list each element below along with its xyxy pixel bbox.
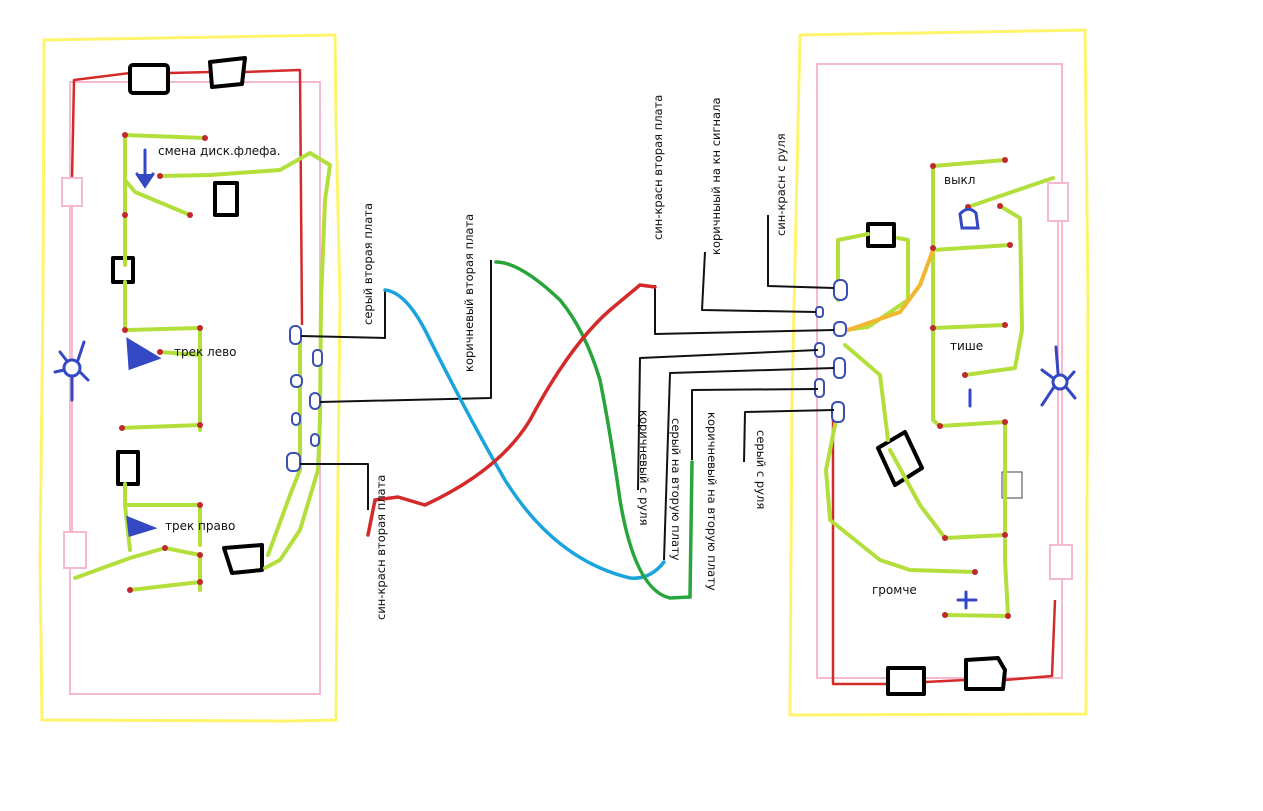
wire-lead-green [691, 388, 819, 460]
wire-lead-blue-red-wheel [767, 215, 835, 289]
led-icon [53, 340, 90, 402]
wire-labels: серый вторая плата коричневый вторая пла… [361, 95, 788, 620]
wire-lead-brown-second [319, 260, 492, 403]
label-quieter: тише [950, 339, 983, 353]
right-button-4 [964, 656, 1007, 691]
power-off-icon [958, 207, 980, 230]
down-arrow-icon [135, 148, 155, 189]
right-button-1 [866, 222, 896, 248]
left-board-outline [38, 33, 342, 723]
right-button-3 [886, 666, 926, 696]
track-right-icon [126, 515, 158, 537]
label-gray-second: серый вторая плата [361, 203, 375, 325]
label-gray-wheel: серый с руля [754, 430, 768, 509]
left-button-1 [128, 63, 170, 95]
connecting-wires [300, 215, 835, 600]
led-icon [1040, 345, 1077, 407]
right-solder-points [930, 157, 1013, 619]
left-button-3 [213, 181, 239, 217]
right-board: выкл тише громче [788, 28, 1090, 717]
left-power-trace [70, 68, 304, 326]
label-blue-red-second-left: син-красн вторая плата [374, 475, 388, 620]
left-button-6 [222, 543, 264, 575]
left-tab-top [61, 177, 83, 207]
wire-brown-cross [494, 260, 694, 600]
label-brown-horn: коричныый на кн сигнала [709, 97, 723, 255]
right-switch-traces [824, 158, 1055, 618]
label-track-right: трек право [165, 519, 235, 533]
label-brown-second: коричневый вторая плата [462, 214, 476, 372]
right-orange-trace [846, 248, 935, 332]
left-board: смена диск.флефа. трек лево трек право [38, 33, 342, 723]
right-tab-top [1047, 182, 1069, 222]
track-left-icon [126, 337, 162, 371]
wire-lead-brown-wheel [637, 349, 819, 491]
plus-icon [956, 590, 978, 610]
label-brown-to-second: коричневый на вторую плату [705, 412, 719, 591]
wire-lead-gray-second [300, 290, 386, 339]
label-blue-red-wheel: син-красн с руля [774, 133, 788, 236]
right-power-trace [831, 420, 1057, 686]
left-solder-points [119, 132, 208, 593]
wire-lead-red [654, 285, 835, 335]
left-tab-bottom [63, 531, 87, 569]
right-contact-pads [814, 279, 848, 423]
wire-lead-blue-red-second [300, 463, 369, 510]
wire-gray-cross [383, 288, 666, 580]
label-gray-to-second: серый на вторую плату [669, 418, 683, 561]
label-brown-wheel: коричневый с руля [637, 410, 651, 525]
wire-lead-gray-wheel [743, 409, 835, 463]
label-louder: громче [872, 583, 917, 597]
left-button-2 [208, 56, 247, 89]
label-blue-red-second-right: син-красн вторая плата [651, 95, 665, 240]
left-button-5 [116, 450, 140, 486]
right-button-2 [876, 430, 924, 487]
right-board-inner-outline [816, 63, 1063, 679]
wire-lead-gray-to-second [663, 367, 835, 561]
left-contact-pads [286, 325, 323, 472]
label-track-left: трек лево [174, 345, 237, 359]
label-off: выкл [944, 173, 975, 187]
wire-blue-red-cross [366, 283, 657, 537]
label-change-disc: смена диск.флефа. [158, 144, 281, 158]
wire-lead-brown-horn [701, 251, 817, 313]
right-board-outline [788, 28, 1090, 717]
right-tab-bottom [1049, 544, 1073, 580]
